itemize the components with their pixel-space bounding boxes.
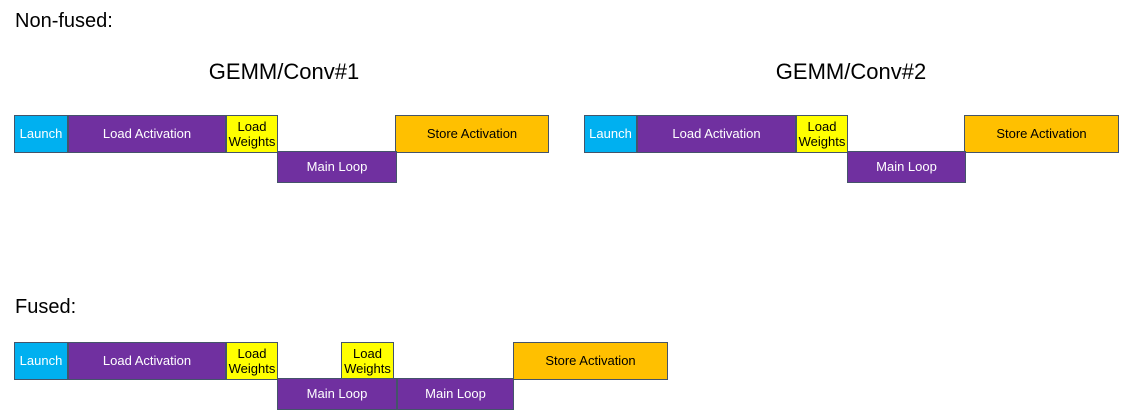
bar-load-weights-fused-2: Load Weights [341,342,394,380]
load-weights-line-2: Weights [228,134,276,149]
bar-load-weights-fused-1: Load Weights [226,342,278,380]
load-weights-line-1: Load [807,119,837,134]
load-weights-line-2: Weights [798,134,846,149]
load-weights-line-2: Weights [344,361,391,376]
bar-load-activation-fused: Load Activation [68,342,226,380]
bar-load-activation-conv2: Load Activation [637,115,796,153]
load-weights-line-1: Load [237,346,267,361]
bar-store-activation-conv1: Store Activation [395,115,549,153]
load-weights-line-1: Load [237,119,267,134]
bar-load-weights-conv1: Load Weights [226,115,278,153]
group-title-gemm-conv-2: GEMM/Conv#2 [775,59,927,84]
load-weights-line-1: Load [353,346,382,361]
bar-launch-conv2: Launch [584,115,637,153]
section-label-non-fused: Non-fused: [15,10,113,32]
bar-load-weights-conv2: Load Weights [796,115,848,153]
group-title-gemm-conv-1: GEMM/Conv#1 [208,59,360,84]
bar-launch-fused: Launch [14,342,68,380]
bar-main-loop-conv1: Main Loop [277,151,397,183]
load-weights-line-2: Weights [228,361,276,376]
bar-main-loop-fused-2: Main Loop [397,378,514,410]
bar-load-activation-conv1: Load Activation [68,115,226,153]
bar-store-activation-conv2: Store Activation [964,115,1119,153]
bar-main-loop-conv2: Main Loop [847,151,966,183]
bar-main-loop-fused-1: Main Loop [277,378,397,410]
section-label-fused: Fused: [15,296,77,318]
bar-store-activation-fused: Store Activation [513,342,668,380]
bar-launch-conv1: Launch [14,115,68,153]
